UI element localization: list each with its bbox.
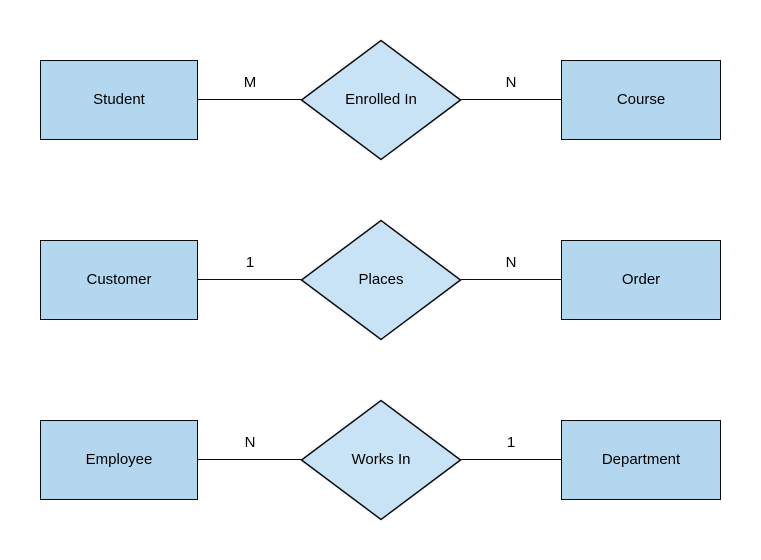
relationship-label: Enrolled In xyxy=(345,91,417,108)
relationship-diamond-places[interactable]: Places xyxy=(300,219,462,341)
entity-label: Employee xyxy=(85,451,153,468)
connector-line-right xyxy=(461,459,562,460)
relationship-label: Works In xyxy=(351,451,411,468)
entity-label: Order xyxy=(621,271,661,288)
entity-label: Department xyxy=(601,451,681,468)
relationship-label: Places xyxy=(358,271,404,288)
relationship-diamond-enrolled-in[interactable]: Enrolled In xyxy=(300,39,462,161)
connector-line-left xyxy=(198,459,301,460)
diamond-shape-icon xyxy=(300,39,462,161)
cardinality-label-left: N xyxy=(244,434,256,451)
entity-order[interactable]: Order xyxy=(561,240,721,320)
entity-department[interactable]: Department xyxy=(561,420,721,500)
diamond-shape-icon xyxy=(300,399,462,521)
connector-line-right xyxy=(461,99,562,100)
connector-line-left xyxy=(198,279,301,280)
entity-customer[interactable]: Customer xyxy=(40,240,198,320)
entity-label: Customer xyxy=(86,271,152,288)
cardinality-label-left: M xyxy=(243,74,257,91)
entity-label: Course xyxy=(616,91,666,108)
entity-employee[interactable]: Employee xyxy=(40,420,198,500)
cardinality-label-right: 1 xyxy=(506,434,516,451)
connector-line-left xyxy=(198,99,301,100)
relationship-diamond-works-in[interactable]: Works In xyxy=(300,399,462,521)
entity-label: Student xyxy=(93,91,145,108)
entity-student[interactable]: Student xyxy=(40,60,198,140)
diamond-shape-icon xyxy=(300,219,462,341)
entity-course[interactable]: Course xyxy=(561,60,721,140)
cardinality-label-left: 1 xyxy=(245,254,255,271)
connector-line-right xyxy=(461,279,562,280)
cardinality-label-right: N xyxy=(505,254,517,271)
cardinality-label-right: N xyxy=(505,74,517,91)
